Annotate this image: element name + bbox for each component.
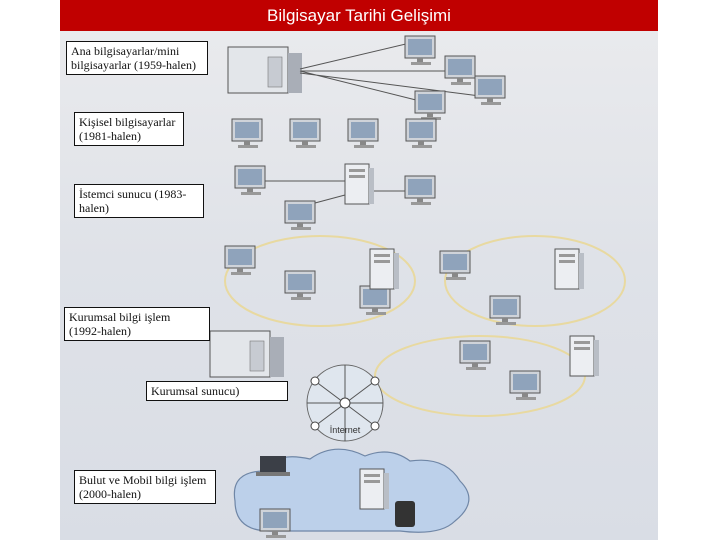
pc-icon [284,270,316,301]
terminal-icon [404,35,436,66]
pc-icon [347,118,379,149]
internet-label: İnternet [330,425,361,435]
diagram-photo: İnternet Ana bilgisayarlar/mini bilgisay… [60,31,658,540]
pc-icon [259,508,291,539]
pc-icon [231,118,263,149]
era-label-enterprise-computing: Kurumsal bilgi işlem (1992-halen) [64,307,210,341]
pc-icon [459,340,491,371]
era-label-personal: Kişisel bilgisayarlar (1981-halen) [74,112,184,146]
pc-icon [234,165,266,196]
tablet-icon [395,501,415,527]
era-label-cloud-mobile: Bulut ve Mobil bilgi işlem (2000-halen) [74,470,216,504]
server-icon [359,468,390,510]
mainframe-icon [227,46,303,94]
pc-icon [404,175,436,206]
laptop-icon [256,456,290,476]
pc-icon [284,200,316,231]
server-icon [369,248,400,290]
pc-icon [405,118,437,149]
slide-title: Bilgisayar Tarihi Gelişimi [60,0,658,31]
pc-icon [289,118,321,149]
pc-icon [509,370,541,401]
era-label-enterprise-server: Kurumsal sunucu) [146,381,288,401]
server-icon [344,163,375,205]
pc-icon [224,245,256,276]
server-icon [554,248,585,290]
terminal-icon [444,55,476,86]
pc-icon [359,285,391,316]
internet-globe-icon [306,364,384,442]
pc-icon [439,250,471,281]
era-label-mainframe: Ana bilgisayarlar/mini bilgisayarlar (19… [66,41,208,75]
terminal-icon [414,90,446,121]
terminal-icon [474,75,506,106]
enterprise-server-icon [209,330,285,378]
server-icon [569,335,600,377]
era-label-client-server: İstemci sunucu (1983-halen) [74,184,204,218]
